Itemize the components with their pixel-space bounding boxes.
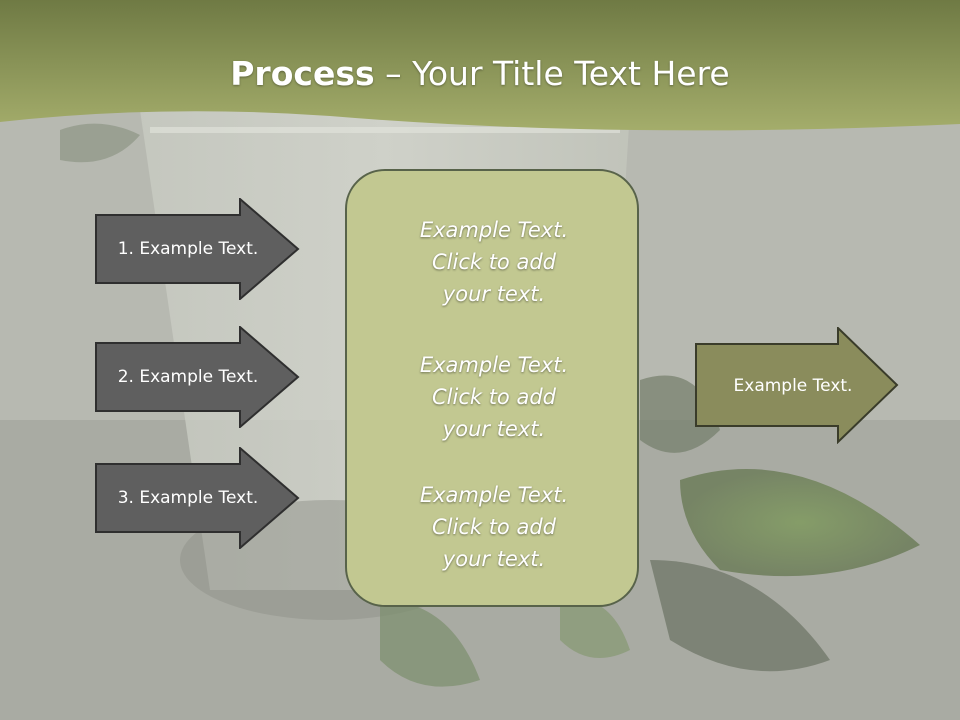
title-bold: Process	[230, 54, 375, 93]
step-arrow-2[interactable]: 2. Example Text.	[95, 326, 300, 428]
step-label-2: 2. Example Text.	[117, 367, 259, 387]
arrow-right-icon	[95, 198, 300, 300]
output-label: Example Text.	[733, 375, 853, 396]
step-label-1: 1. Example Text.	[117, 239, 259, 259]
process-box[interactable]: Example Text. Click to add your text. Ex…	[345, 169, 639, 607]
process-text-1[interactable]: Example Text. Click to add your text.	[419, 218, 569, 306]
arrow-right-icon	[695, 327, 899, 444]
arrow-right-icon	[95, 326, 300, 428]
title-rest: – Your Title Text Here	[374, 54, 730, 93]
page-title: Process – Your Title Text Here	[0, 52, 960, 96]
arrow-right-icon	[95, 447, 300, 549]
step-label-3: 3. Example Text.	[117, 488, 259, 508]
process-text-2[interactable]: Example Text. Click to add your text.	[419, 353, 569, 441]
step-arrow-3[interactable]: 3. Example Text.	[95, 447, 300, 549]
output-arrow[interactable]: Example Text.	[695, 327, 900, 444]
process-text-3[interactable]: Example Text. Click to add your text.	[419, 483, 569, 571]
step-arrow-1[interactable]: 1. Example Text.	[95, 198, 300, 300]
